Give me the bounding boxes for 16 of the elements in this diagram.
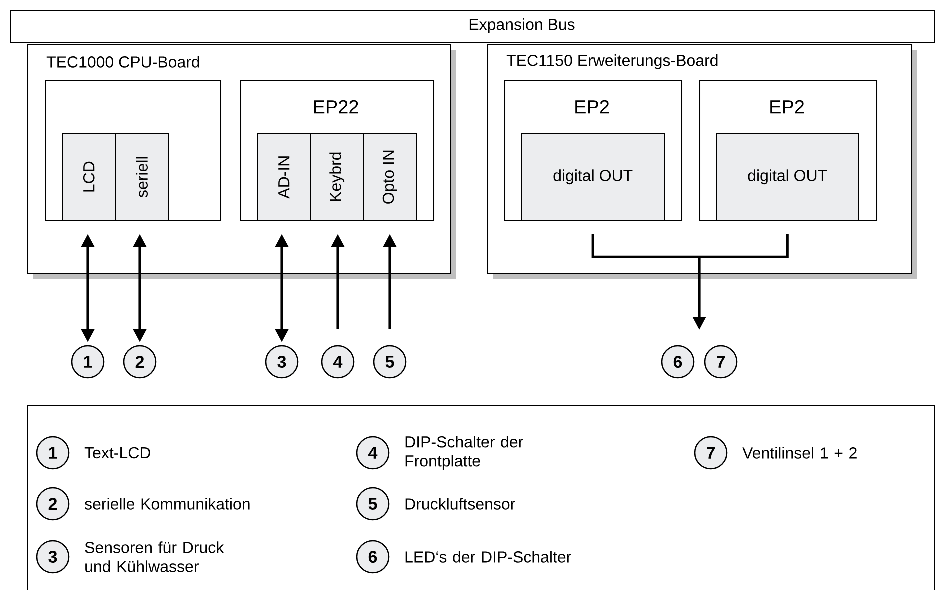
- legend-text: Text-LCD: [84, 447, 150, 459]
- port-box: digital OUT: [716, 133, 860, 222]
- legend-text: LED‘s der DIP-Schalter: [406, 551, 572, 563]
- legend-text: Druckluftsensor: [406, 498, 516, 510]
- bus-bar: Expansion Bus: [10, 10, 936, 44]
- legend-text: Ventilinsel 1 + 2: [742, 447, 857, 459]
- legend-text: DIP-Schalter der Frontplatte: [406, 436, 524, 470]
- legend-text: serielle Kommunikation: [84, 498, 250, 510]
- port-box: seriell: [115, 133, 170, 222]
- port-box: LCD: [62, 133, 116, 222]
- legend-text: Sensoren für Druck und Kühlwasser: [85, 542, 224, 572]
- port-box: Opto IN: [363, 133, 418, 222]
- legend-box: [27, 405, 936, 590]
- port-box: AD-IN: [257, 133, 312, 222]
- port-box: Keybrd: [310, 133, 364, 222]
- port-box: digital OUT: [521, 133, 666, 222]
